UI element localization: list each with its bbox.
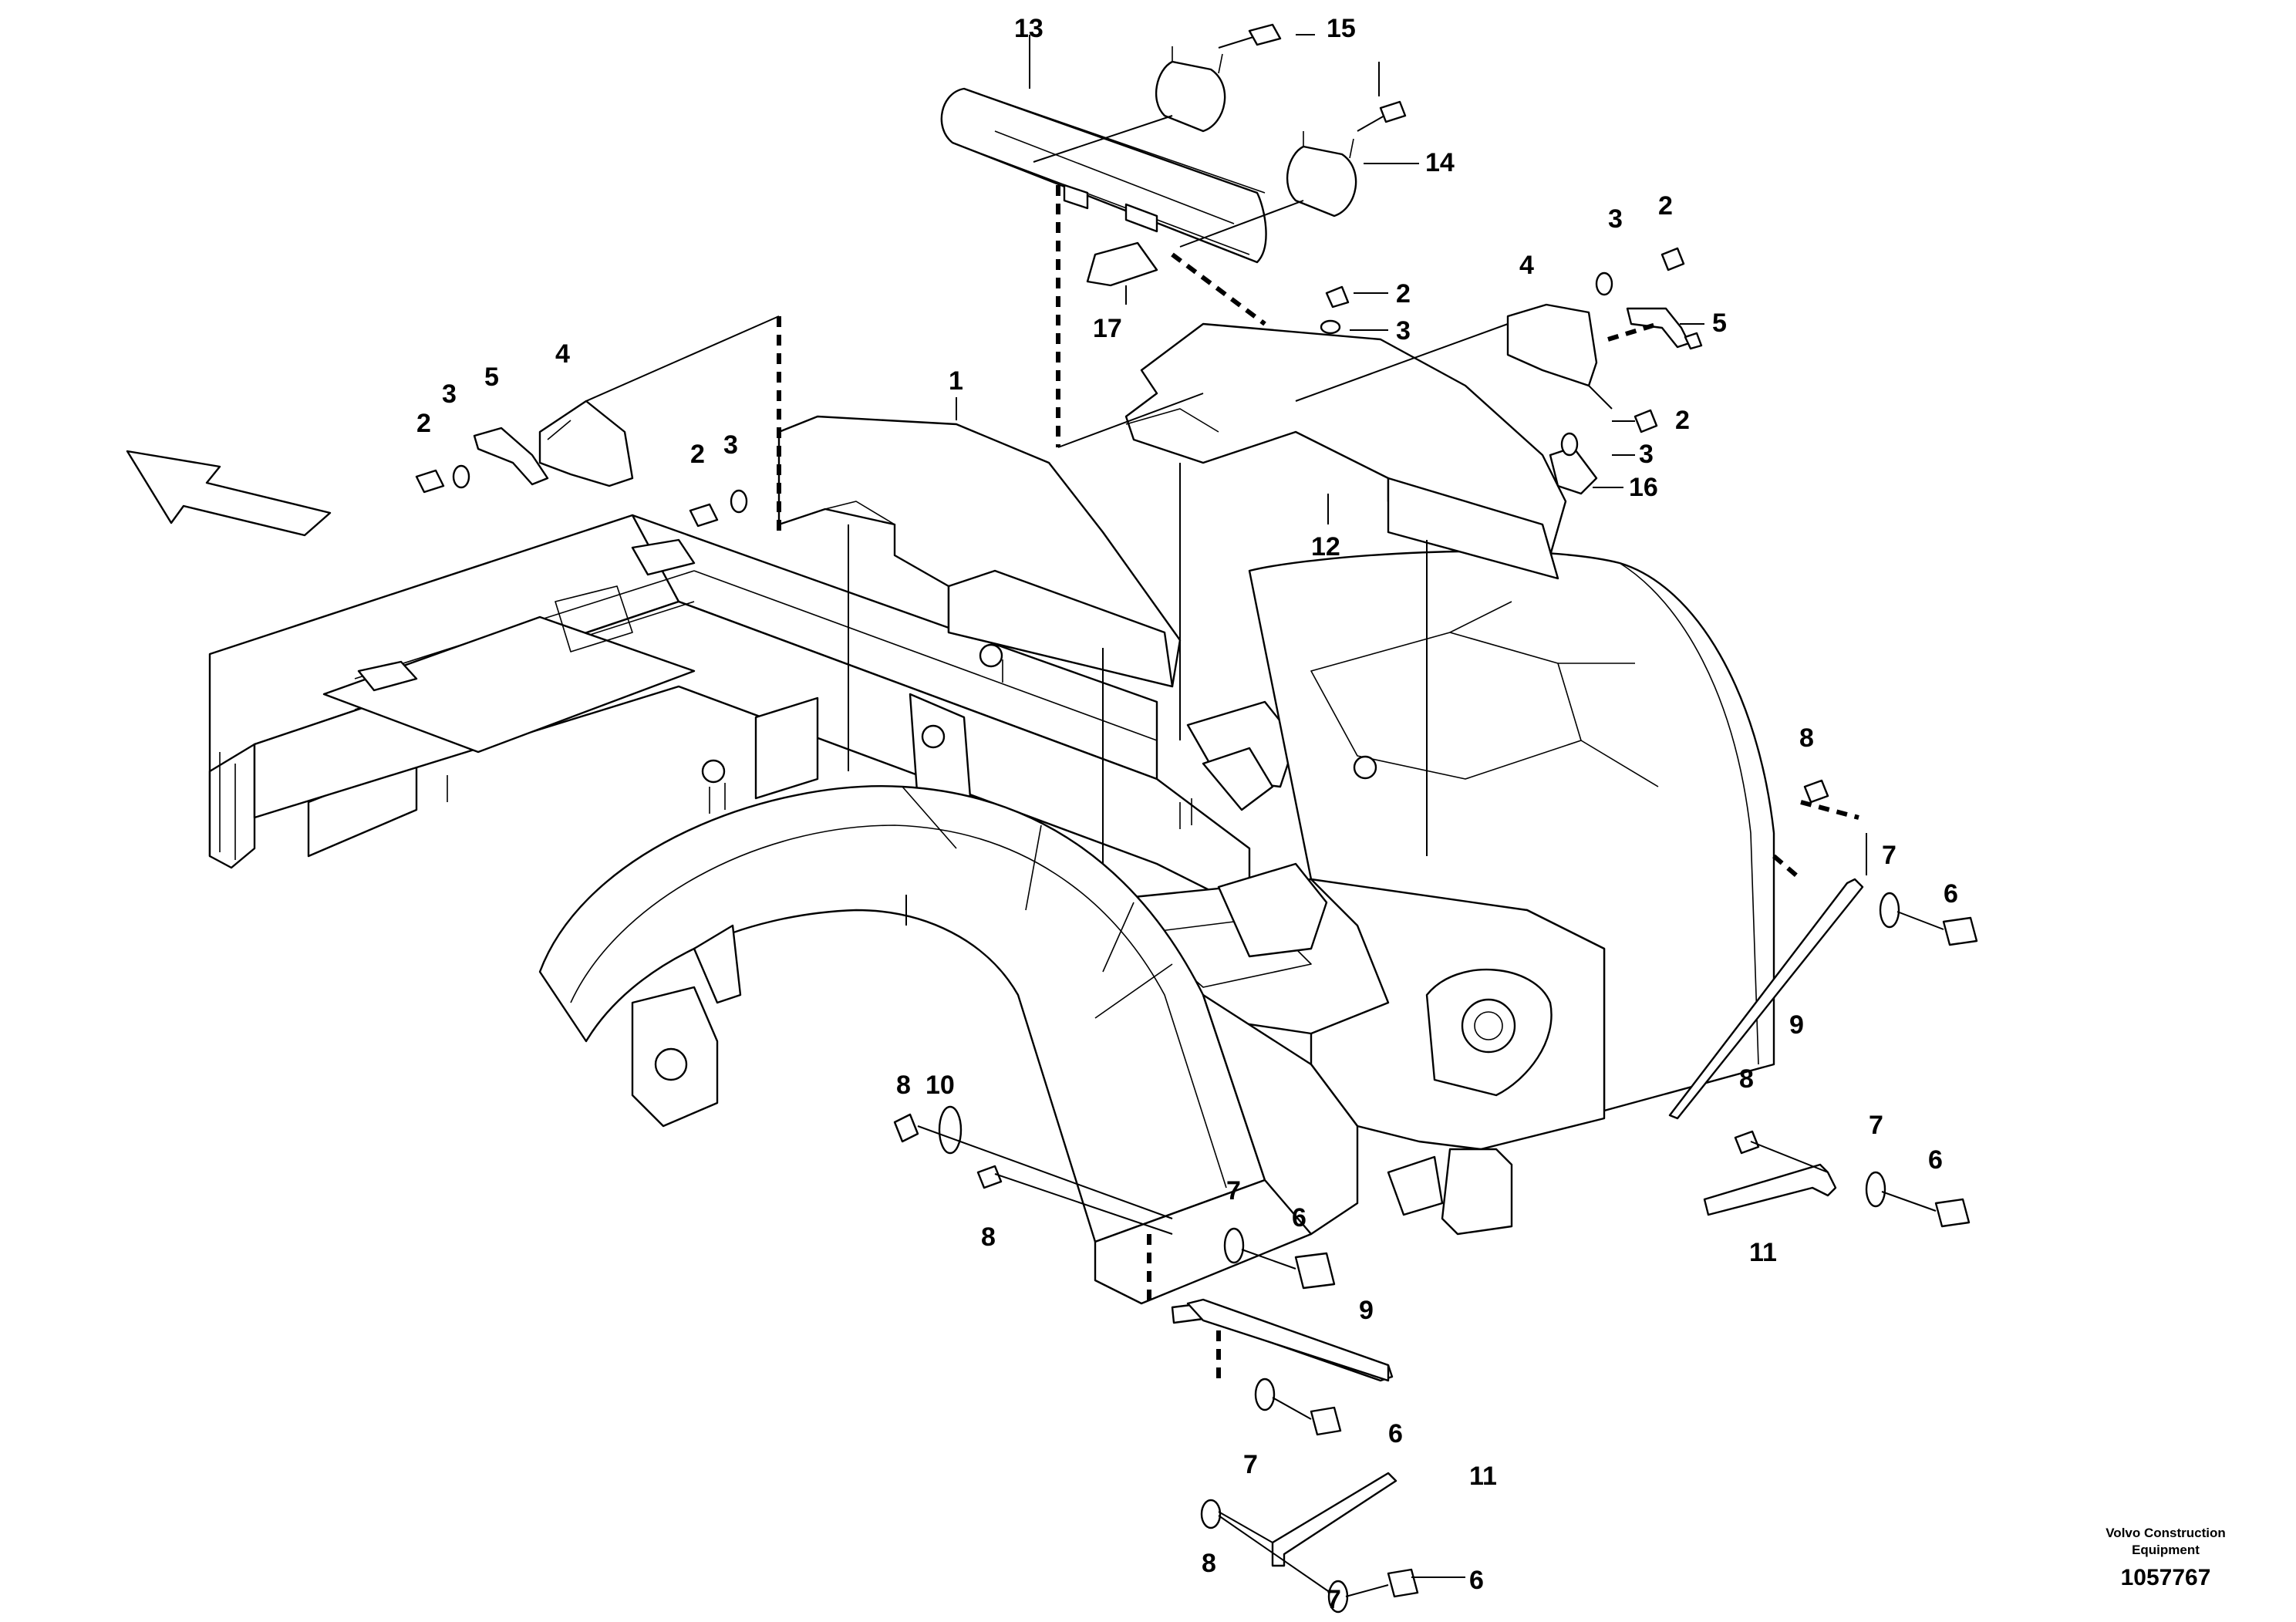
assembly-dashed-lines: [777, 185, 1859, 1381]
callout-6-right-lower: 6: [1928, 1145, 1943, 1175]
callout-3-upper-right: 3: [1608, 204, 1623, 234]
part-11-right-bracket: [1703, 1163, 1837, 1216]
callout-10: 10: [925, 1071, 955, 1100]
part-1-left-cover-plate: [777, 415, 1182, 864]
callout-14: 14: [1425, 148, 1455, 177]
callout-8-left-lower: 8: [981, 1222, 996, 1252]
callout-5-right: 5: [1712, 309, 1727, 338]
callout-8-left: 8: [896, 1071, 911, 1100]
part-4-left-bracket: [538, 400, 634, 487]
callout-11-lower: 11: [1469, 1462, 1497, 1491]
assembly-leader-lines: [585, 115, 1613, 448]
fasteners-upper: [415, 247, 1703, 528]
callout-2-upper-centre: 2: [1396, 279, 1411, 309]
callout-2-right-lower: 2: [1675, 406, 1690, 435]
callout-2-left: 2: [416, 409, 431, 438]
callout-7-right: 7: [1882, 841, 1896, 870]
callout-6-bottom: 6: [1469, 1566, 1484, 1595]
callout-17: 17: [1093, 314, 1122, 343]
callout-5-left: 5: [484, 363, 499, 392]
callout-3-upper-centre: 3: [1396, 316, 1411, 346]
callout-8-right-lower: 8: [1739, 1064, 1754, 1094]
callout-9-right: 9: [1789, 1010, 1804, 1040]
part-11-lower-bracket: [1271, 1472, 1397, 1567]
callout-3-left: 3: [442, 379, 457, 409]
callout-9-centre: 9: [1359, 1296, 1374, 1325]
part-13-pipe-cover: [940, 23, 1407, 287]
callout-2-upper-right: 2: [1658, 191, 1673, 221]
forward-direction-arrow-icon: [126, 450, 332, 537]
part-9-centre-strap: [1186, 1298, 1390, 1382]
part-5-left-strap: [473, 427, 549, 486]
part-5-right-strap: [1626, 307, 1691, 349]
callout-3-centre: 3: [723, 430, 738, 460]
callout-8-right: 8: [1799, 723, 1814, 753]
callout-4-right: 4: [1519, 251, 1534, 280]
callout-6-right: 6: [1944, 879, 1958, 909]
callout-16: 16: [1629, 473, 1658, 502]
callout-labels: [905, 34, 1867, 1578]
callout-7-right-lower: 7: [1869, 1111, 1883, 1140]
callout-3-right-lower: 3: [1639, 440, 1654, 469]
fasteners-lower: [893, 779, 1978, 1614]
part-9-right-strap: [1668, 878, 1864, 1120]
callout-1: 1: [949, 366, 963, 396]
callout-6-centre: 6: [1292, 1203, 1306, 1233]
document-number: 1057767: [2121, 1565, 2211, 1590]
callout-7-bottom: 7: [1327, 1585, 1341, 1614]
callout-7-lower: 7: [1243, 1450, 1258, 1479]
callout-11-right: 11: [1749, 1238, 1777, 1267]
callout-8-bottom: 8: [1202, 1549, 1216, 1578]
callout-15: 15: [1327, 14, 1356, 43]
callout-2-centre: 2: [690, 440, 705, 469]
part-12-right-cover-plate: [1124, 322, 1567, 856]
machine-frame: [208, 514, 1775, 1305]
callout-12: 12: [1311, 532, 1340, 561]
callout-13: 13: [1014, 14, 1043, 43]
callout-4-left: 4: [555, 339, 570, 369]
part-4-right-bracket: [1506, 303, 1598, 387]
brand-line-1: Volvo Construction: [2106, 1526, 2226, 1540]
callout-6-lower: 6: [1388, 1419, 1403, 1448]
callout-7-centre: 7: [1226, 1176, 1241, 1206]
brand-line-2: Equipment: [2132, 1543, 2200, 1557]
